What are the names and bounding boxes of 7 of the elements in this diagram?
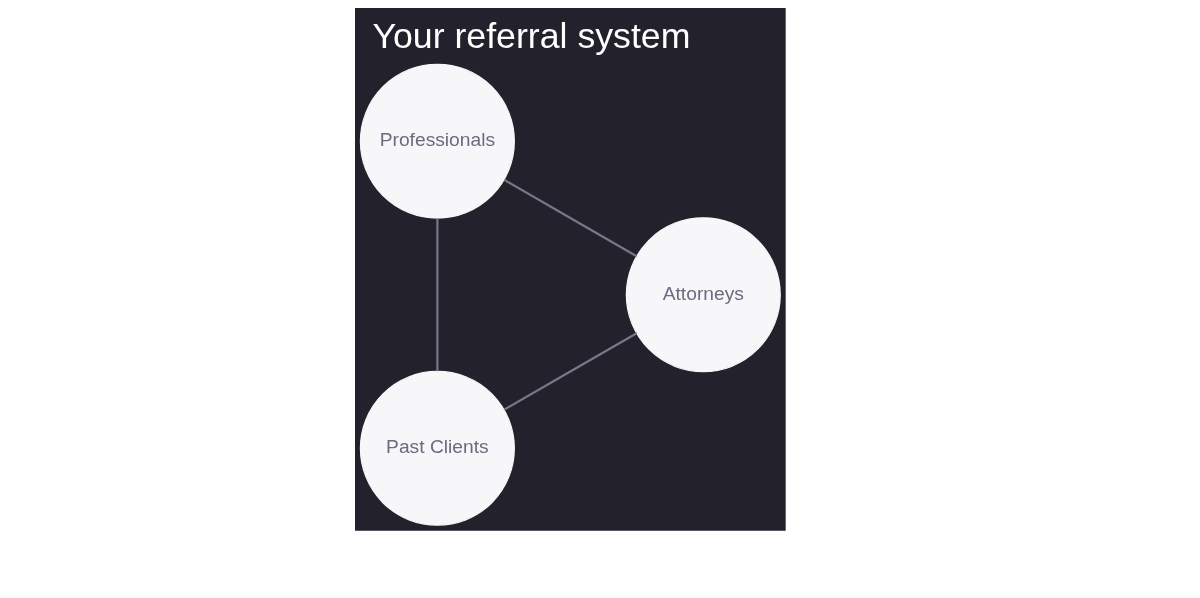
node-circle: Professionals [359,63,515,219]
diagram-title: Your referral system [372,15,691,56]
connector [503,332,638,411]
connector [436,218,439,372]
node-circle: Past Clients [359,370,515,526]
node-circle: Attorneys [625,217,781,373]
connector [503,179,638,258]
